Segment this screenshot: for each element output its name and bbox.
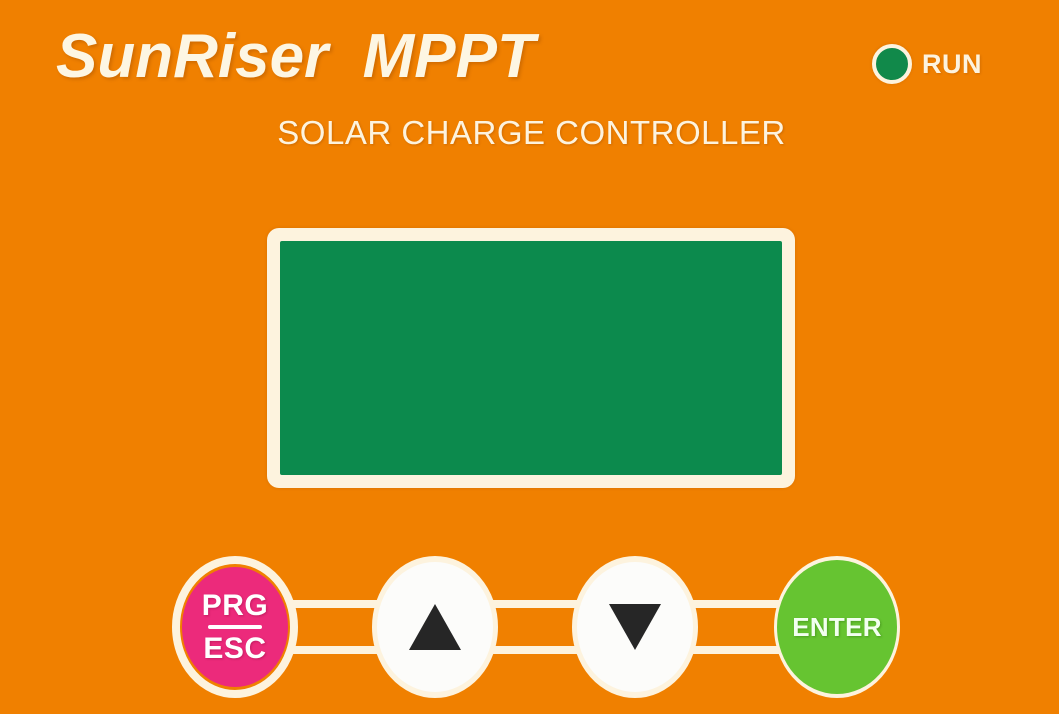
down-button[interactable] (572, 556, 698, 698)
down-button-cap[interactable] (577, 562, 693, 692)
triangle-down-icon (609, 604, 661, 650)
esc-label: ESC (203, 631, 267, 665)
prg-esc-button-labels: PRG ESC (201, 588, 269, 665)
run-status-indicator: RUN (872, 44, 982, 84)
up-button-cap[interactable] (377, 562, 493, 692)
page-subtitle-text: SOLAR CHARGE CONTROLLER (277, 114, 786, 151)
enter-button-cap[interactable]: ENTER (777, 560, 897, 694)
prg-label: PRG (201, 588, 269, 622)
lcd-display-bezel (267, 228, 795, 488)
brand-title: SunRiser MPPT (56, 22, 535, 91)
enter-button-label: ENTER (792, 611, 882, 642)
enter-button[interactable]: ENTER (774, 556, 900, 698)
page-subtitle: SOLAR CHARGE CONTROLLER (0, 114, 1059, 152)
keypad: PRG ESC ENTER (172, 556, 900, 698)
up-button[interactable] (372, 556, 498, 698)
prg-esc-divider (207, 624, 263, 629)
prg-esc-button[interactable]: PRG ESC (172, 556, 298, 698)
triangle-up-icon (409, 604, 461, 650)
run-status-label: RUN (922, 48, 982, 79)
run-led-icon (872, 44, 912, 84)
lcd-screen (280, 241, 782, 475)
prg-esc-button-cap[interactable]: PRG ESC (182, 567, 288, 687)
lcd-screen-text (280, 241, 782, 475)
